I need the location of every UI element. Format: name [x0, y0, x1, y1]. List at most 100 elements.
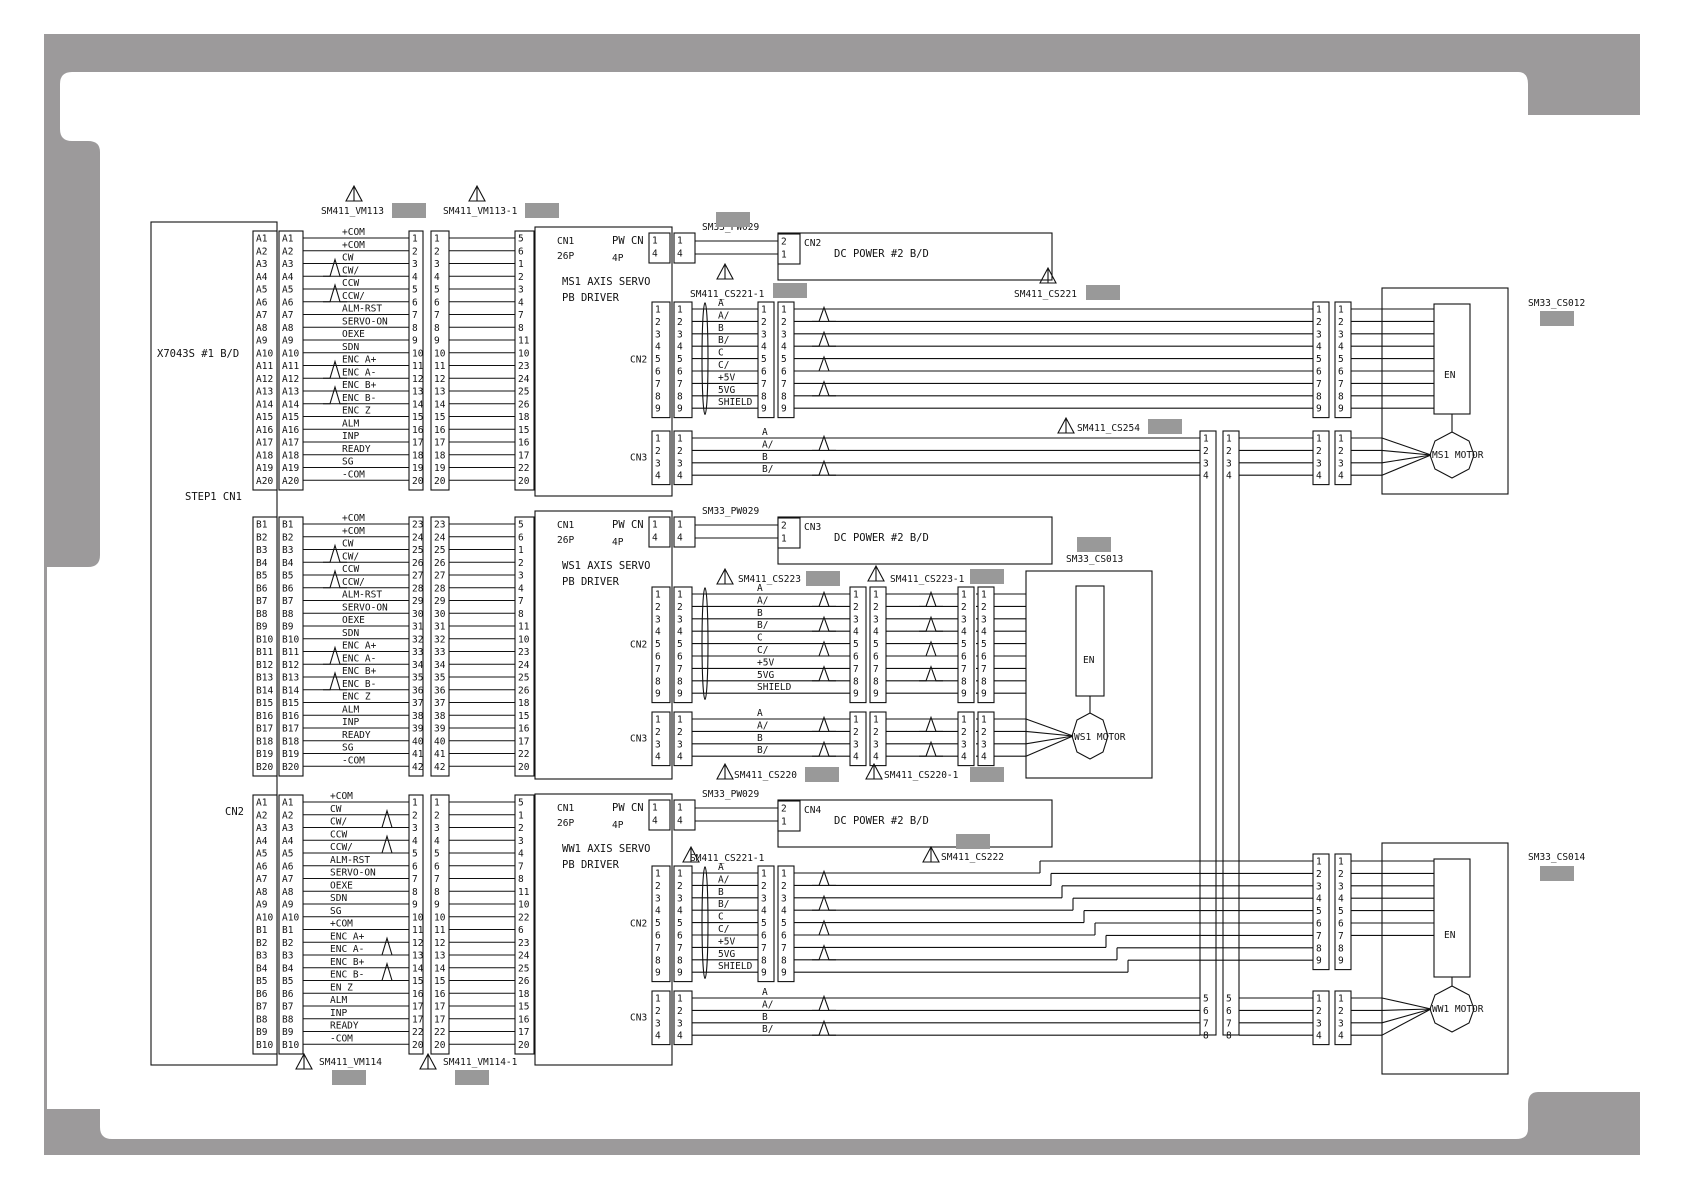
pin-label: 6	[655, 367, 661, 378]
pin-label: 4	[518, 849, 524, 860]
pin-label: 3	[518, 285, 524, 296]
pin-label: 6	[677, 652, 683, 663]
pin-label: A9	[256, 900, 268, 911]
pin-label: 4	[1338, 1031, 1344, 1042]
motor-mid-pins-a-housing	[849, 711, 867, 767]
motor-lead	[1381, 449, 1432, 456]
pin-label: A10	[282, 912, 299, 923]
enc-mid-pins-c-housing	[957, 586, 975, 704]
pin-label: 3	[1338, 1018, 1344, 1029]
pin-label: 2	[1338, 317, 1344, 328]
signal-name: ENC Z	[342, 406, 371, 417]
twisted-pair-mark	[375, 808, 399, 829]
pin-label: 2	[677, 727, 683, 738]
signal-name: ALM-RST	[342, 304, 382, 315]
signal-name: ENC B+	[342, 380, 377, 391]
motor-enc-pins-a-housing	[1312, 853, 1330, 971]
board-pin-column: B1B2B3B4B5B6B7B8B9B10B11B12B13B14B15B16B…	[252, 516, 278, 777]
warning-icon	[1057, 416, 1075, 434]
pin-label: 5	[961, 639, 967, 650]
harness-pin-column: A1A2A3A4A5A6A7A8A9A10B1B2B3B4B5B6B7B8B9B…	[278, 794, 304, 1055]
pin-label: 2	[781, 804, 787, 815]
pin-label: 4	[655, 906, 661, 917]
pin-label: 6	[518, 532, 524, 543]
pin-label: A4	[256, 836, 268, 847]
pin-label: 2	[961, 727, 967, 738]
twisted-pair-mark	[812, 994, 836, 1011]
pin-label: 4	[1338, 342, 1344, 353]
pin-label: 9	[961, 689, 967, 700]
pin-label: 2	[761, 881, 767, 892]
board-pin-column: A1A2A3A4A5A6A7A8A9A10A11A12A13A14A15A16A…	[252, 230, 278, 491]
pin-label: 5	[1316, 354, 1322, 365]
pin-label: A1	[282, 798, 294, 809]
pin-label: 4	[981, 752, 987, 763]
warning-icon	[1039, 266, 1057, 284]
motor-harness-pins-housing	[673, 711, 693, 767]
pin-label: 7	[961, 664, 967, 675]
pin-label: 4	[1316, 894, 1322, 905]
pin-label: 5	[781, 918, 787, 929]
pin-label: B1	[282, 520, 294, 531]
pin-label: B18	[282, 736, 299, 747]
twisted-pair-mark	[812, 665, 836, 682]
pin-label: 4	[655, 1031, 661, 1042]
signal-name: +COM	[330, 919, 353, 930]
pin-label: 10	[518, 900, 530, 911]
pin-label: 3	[981, 614, 987, 625]
pin-label: 8	[434, 887, 440, 898]
pin-label: 4	[1203, 471, 1209, 482]
pin-label: 5	[655, 918, 661, 929]
pin-label: 1	[677, 590, 683, 601]
pin-label: 38	[412, 711, 424, 722]
pin-label: 13	[412, 387, 423, 398]
pin-label: 12	[412, 374, 423, 385]
twisted-pair-mark	[323, 257, 347, 277]
pin-label: 1	[412, 234, 418, 245]
pin-label: 6	[1338, 919, 1344, 930]
motor-signal: B/	[757, 745, 768, 756]
pin-label: 42	[434, 762, 445, 773]
pin-label: 9	[981, 689, 987, 700]
motor-lead	[1381, 454, 1432, 464]
pin-label: 4	[1226, 471, 1232, 482]
pin-label: 1	[652, 803, 658, 814]
pin-label: 3	[655, 1018, 661, 1029]
pin-label: 6	[1338, 367, 1344, 378]
pin-label: 7	[677, 664, 683, 675]
pin-label: A3	[282, 823, 293, 834]
pin-label: 18	[518, 698, 530, 709]
pin-label: B8	[282, 1014, 294, 1025]
pin-label: 17	[434, 1014, 445, 1025]
pin-label: 1	[677, 236, 683, 247]
pin-label: A18	[282, 450, 299, 461]
pin-label: 1	[761, 869, 767, 880]
pin-label: 20	[412, 1040, 424, 1051]
harness-pin-column-housing	[278, 794, 304, 1055]
pin-label: A5	[256, 285, 267, 296]
pin-label: 11	[518, 336, 530, 347]
pin-label: A4	[282, 836, 294, 847]
signal-name: CCW	[342, 564, 359, 575]
pin-label: B2	[282, 532, 293, 543]
twisted-pair-mark	[323, 569, 347, 589]
twisted-pair-mark	[919, 715, 943, 732]
motor-symbol	[1429, 985, 1475, 1033]
pin-label: 19	[434, 463, 446, 474]
cable-label: SM411_VM114	[319, 1057, 382, 1068]
pin-label: 1	[652, 520, 658, 531]
power-cable-label: SM33_PW029	[702, 789, 759, 800]
pin-label: 16	[518, 724, 530, 735]
pw-harness-pins: 14	[673, 232, 696, 264]
enc-harness-pins-housing	[673, 865, 693, 983]
enc-signal: A/	[718, 310, 729, 321]
driver-sub: PB DRIVER	[562, 292, 620, 304]
signal-name: CCW	[342, 278, 359, 289]
pin-label: 3	[1316, 329, 1322, 340]
pin-label: 9	[1338, 404, 1344, 415]
pin-label: B17	[282, 724, 299, 735]
